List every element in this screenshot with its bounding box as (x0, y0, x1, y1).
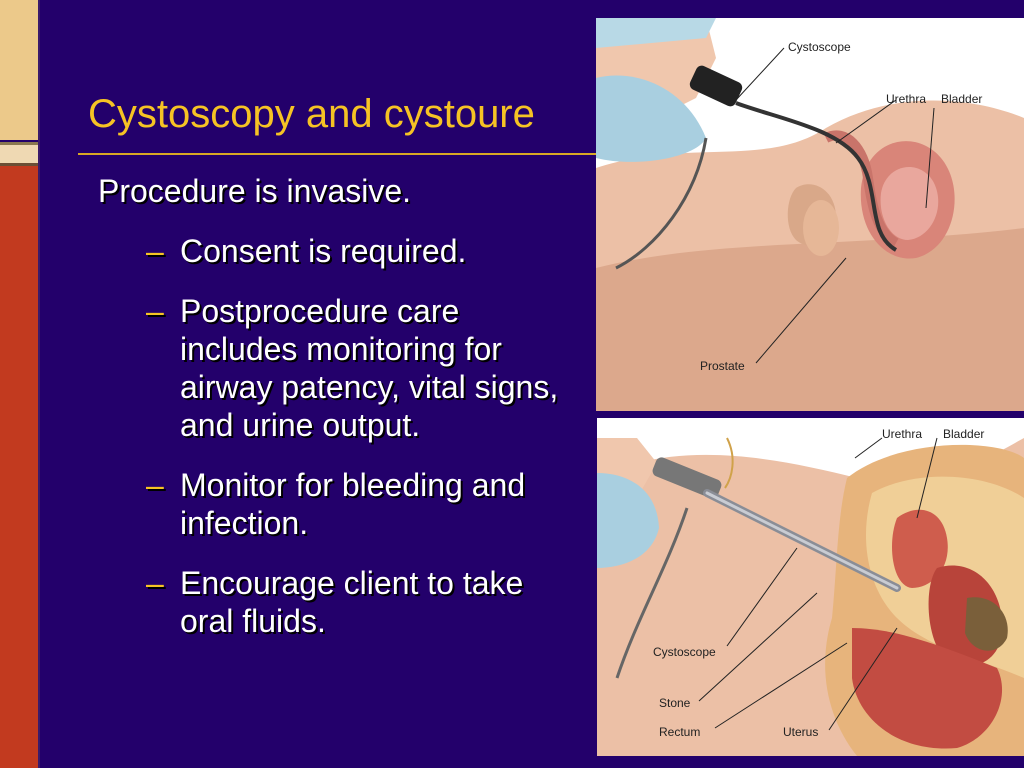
female-cystoscopy-illustration: Urethra Bladder Cystoscope Stone Rectum … (597, 418, 1024, 756)
male-cystoscopy-drawing: Cystoscope Urethra Bladder Prostate (596, 18, 1024, 411)
label-urethra: Urethra (882, 427, 922, 441)
main-bullet: Procedure is invasive. (98, 173, 412, 209)
sub-bullet: – Postprocedure care includes monitoring… (98, 292, 578, 444)
sub-bullet-text: Postprocedure care includes monitoring f… (180, 293, 559, 443)
strip-edge (38, 0, 40, 768)
label-urethra: Urethra (886, 92, 926, 106)
bullet-dash: – (146, 467, 164, 503)
strip-light-band (0, 145, 40, 163)
label-prostate: Prostate (700, 359, 745, 373)
title-underline (78, 153, 598, 155)
sub-bullet-text: Consent is required. (180, 233, 467, 269)
sub-bullet: – Encourage client to take oral fluids. (98, 564, 578, 640)
strip-red-block (0, 166, 40, 768)
bullet-dash: – (146, 565, 164, 601)
female-cystoscopy-drawing: Urethra Bladder Cystoscope Stone Rectum … (597, 418, 1024, 756)
strip-divider (0, 142, 40, 145)
strip-divider (0, 163, 40, 166)
sub-bullet-text: Encourage client to take oral fluids. (180, 565, 524, 639)
bullet-list: Procedure is invasive. – Consent is requ… (98, 172, 578, 662)
label-bladder: Bladder (941, 92, 982, 106)
strip-tan-block (0, 0, 40, 140)
label-rectum: Rectum (659, 725, 700, 739)
label-uterus: Uterus (783, 725, 818, 739)
slide-title: Cystoscopy and cystoure (88, 92, 535, 136)
sub-bullet-text: Monitor for bleeding and infection. (180, 467, 526, 541)
label-stone: Stone (659, 696, 691, 710)
male-cystoscopy-illustration: Cystoscope Urethra Bladder Prostate (596, 18, 1024, 411)
sub-bullet: – Monitor for bleeding and infection. (98, 466, 578, 542)
label-cystoscope: Cystoscope (653, 645, 716, 659)
sub-bullet: – Consent is required. (98, 232, 578, 270)
label-bladder: Bladder (943, 427, 984, 441)
bullet-dash: – (146, 233, 164, 269)
left-decorative-strip (0, 0, 40, 768)
bullet-dash: – (146, 293, 164, 329)
label-cystoscope: Cystoscope (788, 40, 851, 54)
